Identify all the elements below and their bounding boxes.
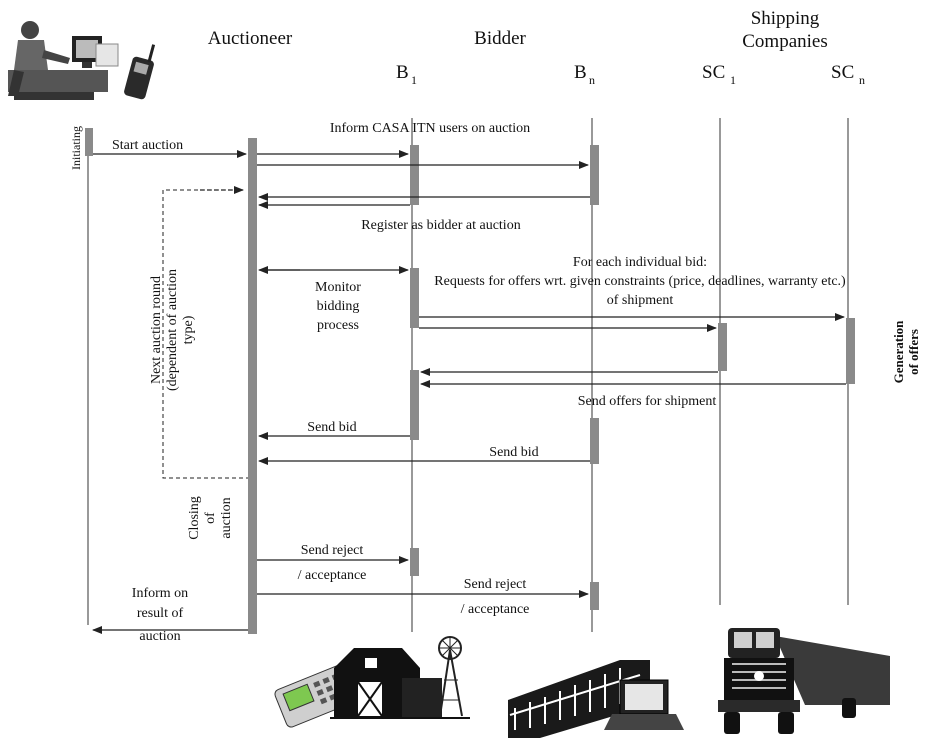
activation-scn [846,318,855,384]
send-bid-bn-label: Send bid [489,445,538,460]
b1-label: B 1 [396,62,417,87]
activation-b1-bid [410,370,419,440]
activation-b1-monitor [410,268,419,328]
scn-label: SC n [831,62,865,87]
inform-users-label: Inform CASA ITN users on auction [330,121,530,136]
svg-text:1: 1 [411,73,417,87]
svg-text:n: n [589,73,595,87]
initiating-label: Initiating [69,126,83,170]
windmill-icon [439,637,462,716]
svg-text:process: process [317,318,359,333]
send-offers-label: Send offers for shipment [578,394,717,409]
svg-text:auction: auction [139,629,180,644]
truck-icon [718,628,890,734]
auctioneer-header: Auctioneer [208,28,293,49]
svg-text:type): type) [181,315,196,344]
svg-text:(dependent of auction: (dependent of auction [165,269,180,391]
monitor-label: Monitor bidding process [315,280,361,333]
bidder-header: Bidder [474,28,526,49]
activation-b1-result [410,548,419,576]
svg-text:of shipment: of shipment [607,293,674,308]
register-label: Register as bidder at auction [361,218,520,233]
svg-text:Monitor: Monitor [315,280,361,295]
generation-label: Generation of offers [891,320,921,384]
next-round-label: Next auction round (dependent of auction… [149,269,196,391]
bn-label: B n [574,62,595,87]
person-at-computer-icon [8,21,118,100]
svg-text:result of: result of [137,606,184,621]
svg-text:of: of [203,512,218,524]
svg-text:Closing: Closing [187,496,202,540]
start-auction-label: Start auction [112,138,183,153]
svg-text:SC: SC [831,62,854,83]
mobile-phone-icon [123,44,155,100]
reject-b1-label: Send reject / acceptance [298,543,367,583]
svg-text:Inform on: Inform on [132,586,188,601]
svg-text:of offers: of offers [906,329,921,375]
activation-bn-register [590,145,599,205]
reject-bn-label: Send reject / acceptance [461,577,530,617]
svg-text:Requests for offers wrt. given: Requests for offers wrt. given constrain… [434,274,846,289]
svg-text:B: B [574,62,587,83]
closing-label: Closing of auction [187,496,234,540]
svg-text:auction: auction [219,497,234,538]
svg-text:Send reject: Send reject [464,577,527,592]
sc1-label: SC 1 [702,62,736,87]
activation-initiating [85,128,93,156]
activation-b1-register [410,145,419,205]
inform-result-label: Inform on result of auction [132,586,188,644]
svg-text:bidding: bidding [317,299,360,314]
svg-text:B: B [396,62,409,83]
svg-text:Next auction round: Next auction round [149,276,164,384]
svg-text:n: n [859,73,865,87]
svg-text:SC: SC [702,62,725,83]
svg-text:/ acceptance: / acceptance [461,602,530,617]
activation-bn-result [590,582,599,610]
requests-label: For each individual bid: Requests for of… [434,255,846,308]
svg-text:Send reject: Send reject [301,543,364,558]
svg-text:For each individual bid:: For each individual bid: [573,255,707,270]
send-bid-b1-label: Send bid [307,420,356,435]
activation-sc1 [718,323,727,371]
svg-text:1: 1 [730,73,736,87]
shipping-header-line1: Shipping [751,8,820,29]
svg-text:/ acceptance: / acceptance [298,568,367,583]
activation-bn-bid [590,418,599,464]
activation-auctioneer [248,138,257,634]
shipping-header-line2: Companies [742,31,828,52]
svg-text:Generation: Generation [891,320,906,384]
